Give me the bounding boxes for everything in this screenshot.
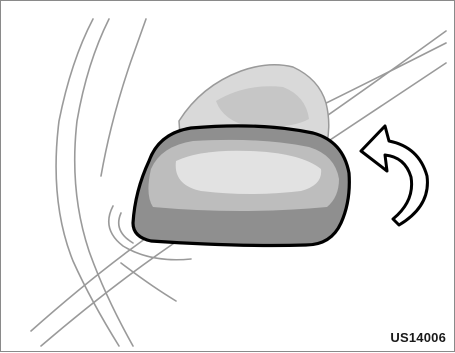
mirror-housing-front bbox=[133, 126, 349, 246]
figure-code: US14006 bbox=[390, 330, 446, 345]
fold-rotate-arrow-icon bbox=[361, 126, 427, 225]
